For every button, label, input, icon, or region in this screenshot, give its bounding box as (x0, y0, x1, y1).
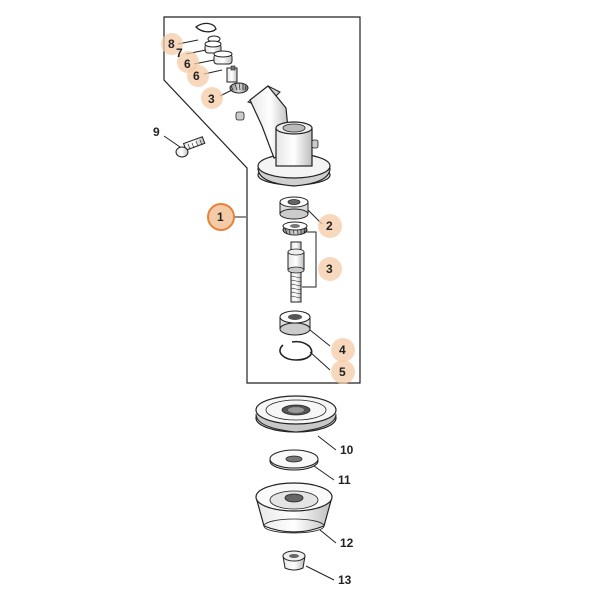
callout-12: 12 (340, 536, 354, 550)
washer-part (269, 449, 319, 471)
callout-labels: 8 7 6 6 3 9 1 2 3 4 5 10 11 12 13 (153, 37, 354, 587)
output-shaft-part (287, 241, 305, 303)
callout-10: 10 (340, 443, 354, 457)
upper-bearing-part (279, 196, 309, 220)
lower-bearing-part (279, 310, 311, 336)
callout-3-top-highlight (201, 87, 223, 109)
callout-13: 13 (338, 573, 352, 587)
bevel-gear-part (282, 221, 308, 236)
circlip-part (279, 340, 313, 361)
rider-plate-part (255, 482, 333, 534)
callout-6-b: 6 (193, 69, 200, 83)
callout-5: 5 (339, 365, 346, 379)
callout-highlights (161, 33, 355, 384)
callout-5-highlight (331, 360, 355, 384)
callout-2-highlight (318, 214, 342, 238)
callout-3-top: 3 (208, 92, 215, 106)
assembly-boundary (163, 16, 361, 384)
callout-8-highlight (161, 33, 183, 55)
leader-lines (177, 39, 337, 581)
callout-4-highlight (331, 338, 355, 362)
mowing-head-nut-part (282, 550, 306, 571)
callout-1-strong-highlight (207, 203, 235, 231)
bushing-part-b (213, 50, 233, 65)
thrust-plate-part (255, 395, 337, 433)
bushing-part-a (204, 40, 222, 54)
callout-6-a: 6 (184, 57, 191, 71)
retaining-ring-part (195, 22, 217, 33)
callout-8: 8 (168, 37, 175, 51)
callout-6b-highlight (187, 65, 209, 87)
callout-1: 1 (217, 210, 224, 224)
callout-2: 2 (326, 219, 333, 233)
callout-7: 7 (176, 46, 183, 60)
callout-4: 4 (339, 343, 346, 357)
screw-part (163, 135, 206, 158)
gear-housing-part (235, 85, 331, 187)
callout-9: 9 (153, 125, 160, 139)
callout-11: 11 (338, 473, 351, 487)
callout-3-mid: 3 (326, 262, 333, 276)
pinion-gear-part (226, 65, 249, 94)
callout-3-mid-highlight (318, 257, 342, 281)
